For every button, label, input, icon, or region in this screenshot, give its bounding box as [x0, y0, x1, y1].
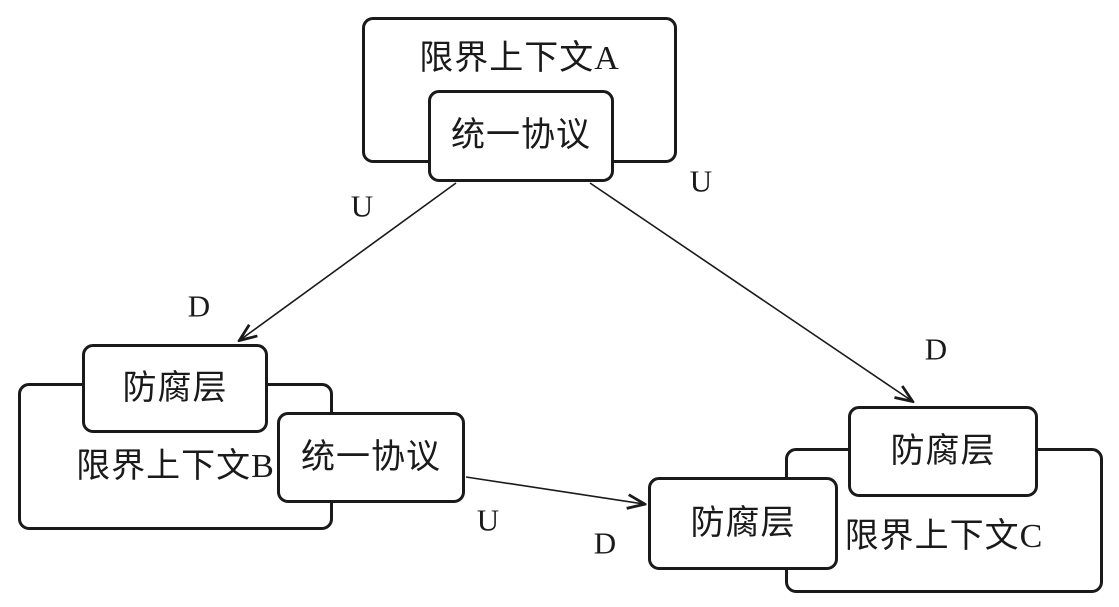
downstream-label-a-to-c: D: [924, 331, 948, 367]
context-c-box: 限界上下文C: [785, 448, 1103, 593]
context-b-protocol-box: 统一协议: [277, 412, 465, 503]
downstream-label-b-to-c: D: [593, 525, 617, 561]
context-b-label: 限界上下文B: [76, 448, 275, 485]
upstream-label-b-to-c: U: [476, 502, 500, 538]
upstream-label-a-to-c: U: [689, 163, 713, 199]
context-c-acl-from-a-label: 防腐层: [890, 432, 996, 470]
upstream-label-a-to-b: U: [350, 188, 374, 224]
context-a-protocol-label: 统一协议: [451, 117, 591, 154]
arrow-b-to-c: [465, 476, 644, 504]
context-a-label: 限界上下文A: [419, 40, 620, 77]
context-a-protocol-box: 统一协议: [428, 90, 614, 182]
arrow-a-to-c: [589, 182, 912, 401]
context-c-acl-from-a-box: 防腐层: [848, 406, 1038, 497]
downstream-label-a-to-b: D: [187, 288, 211, 324]
context-b-acl-label: 防腐层: [122, 369, 228, 407]
context-b-acl-box: 防腐层: [82, 344, 268, 433]
arrow-a-to-b: [240, 182, 457, 340]
context-c-label: 限界上下文C: [844, 518, 1044, 555]
context-c-acl-from-b-label: 防腐层: [690, 504, 796, 542]
context-c-acl-from-b-box: 防腐层: [648, 477, 838, 570]
context-b-protocol-label: 统一协议: [301, 438, 441, 476]
